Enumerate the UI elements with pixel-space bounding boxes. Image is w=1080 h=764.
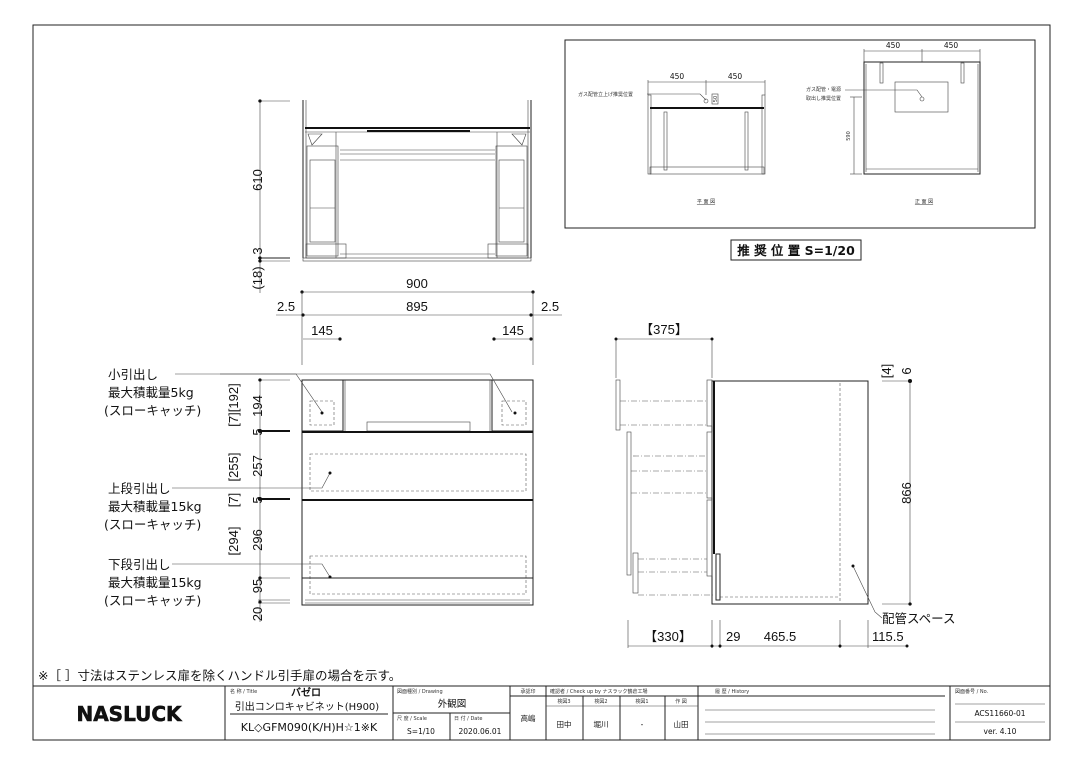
- dim-895: 895: [406, 299, 428, 314]
- inset-front-label-1: ガス配管・電源: [806, 86, 841, 93]
- dim-6: 6: [899, 367, 914, 374]
- inset-front-title: 正 面 図: [915, 199, 933, 205]
- inset-caption-box: [730, 239, 862, 261]
- scale-label: 尺 度 / Scale: [397, 715, 427, 722]
- plan-view: [302, 100, 532, 262]
- checker-name: -: [641, 720, 644, 729]
- inset-plan-label: ガス配管立上げ推奨位置: [578, 91, 633, 98]
- model-number: KL◇GFM090(K/H)H☆1※K: [241, 721, 378, 734]
- dim-610: 610: [250, 169, 265, 191]
- title-block: NASLUCK 名 称 / Title バゼロ 引出コンロキャビネット(H900…: [33, 685, 1050, 740]
- small-drawer-catch: (スローキャッチ): [104, 403, 201, 418]
- dim-95: 95: [250, 579, 265, 593]
- inset-plan-title: 平 面 図: [697, 199, 715, 205]
- dim-465-5: 465.5: [764, 629, 797, 644]
- inset-plan-dim-right: 450: [728, 72, 743, 81]
- dim-194: 194: [250, 395, 265, 417]
- front-view: [172, 373, 534, 606]
- drawing-number: ACS11660-01: [974, 709, 1025, 718]
- dim-18: (18): [250, 266, 265, 289]
- inset-front-dim-left: 450: [886, 41, 901, 50]
- pipe-space-label: 配管スペース: [882, 611, 956, 626]
- dim-900: 900: [406, 276, 428, 291]
- approval-label: 承認印: [520, 688, 535, 695]
- bracket-note: ※［ ］寸法はステンレス扉を除くハンドル引手扉の場合を示す。: [38, 668, 401, 683]
- small-drawer-label: 小引出し: [108, 367, 158, 382]
- plan-dimensions: 610 3 (18) 900 895 2.5 2.5 145 145: [250, 99, 562, 365]
- inset-front-label-2: 取出し推奨位置: [806, 95, 841, 102]
- version: ver. 4.10: [984, 727, 1017, 736]
- dim-bracket-255: [255]: [226, 453, 241, 482]
- checker-role: 検図3: [557, 698, 570, 705]
- checker-role: 検図1: [635, 698, 648, 705]
- checker-name: 山田: [674, 719, 689, 729]
- drawing-number-label: 図面番号 / No.: [955, 688, 989, 695]
- dim-2-5-left: 2.5: [277, 299, 295, 314]
- checker-name: 堀川: [594, 720, 609, 729]
- dim-375: 【375】: [640, 322, 688, 337]
- dim-bracket-7-192: [7][192]: [226, 383, 241, 426]
- checker-role: 作 図: [675, 698, 687, 705]
- lower-drawer-catch: (スローキャッチ): [104, 593, 201, 608]
- inset-caption: 推 奨 位 置 S=1/20: [737, 243, 855, 258]
- series-name: バゼロ: [291, 686, 321, 699]
- lower-drawer-load: 最大積載量15kg: [108, 575, 202, 590]
- checker-name: 田中: [557, 719, 572, 729]
- drawer-labels: 小引出し 最大積載量5kg (スローキャッチ) 上段引出し 最大積載量15kg …: [104, 367, 202, 608]
- inset-front-dim-590: 590: [846, 131, 852, 141]
- dim-3: 3: [250, 247, 265, 254]
- checker-role: 検図2: [594, 698, 607, 705]
- sheet-border: [32, 24, 1051, 741]
- product-name: 引出コンロキャビネット(H900): [235, 700, 380, 713]
- dim-bracket-7: [7]: [226, 493, 241, 507]
- dim-5-a: 5: [250, 428, 265, 435]
- front-dimensions: 194 [7][192] 5 257 [255] 5 [7] 296 [294]…: [226, 378, 290, 622]
- title-label: 名 称 / Title: [230, 688, 257, 695]
- lower-drawer-label: 下段引出し: [108, 557, 171, 572]
- date-value: 2020.06.01: [459, 727, 502, 736]
- drawing-type-label: 図面種別 / Drawing: [397, 688, 443, 695]
- date-label: 日 付 / Date: [454, 715, 482, 722]
- inset-plan-dim-left: 450: [670, 72, 685, 81]
- dim-29: 29: [726, 629, 740, 644]
- nasluck-logo: NASLUCK: [76, 702, 183, 726]
- recommended-position-inset: 450 450 50 ガス配管立上げ推奨位置 平 面 図 450 450 ガス配…: [564, 39, 1036, 229]
- upper-drawer-label: 上段引出し: [108, 481, 171, 496]
- inset-plan-dim-50: 50: [713, 96, 719, 102]
- dim-330: 【330】: [644, 629, 692, 644]
- small-drawer-load: 最大積載量5kg: [108, 385, 194, 400]
- approver-name: 高嶋: [521, 713, 536, 723]
- inset-front-dim-right: 450: [944, 41, 959, 50]
- dim-bracket-294: [294]: [226, 527, 241, 556]
- upper-drawer-catch: (スローキャッチ): [104, 517, 201, 532]
- check-label: 確認者 / Check up by ナスラック鶴倉工場: [550, 688, 648, 695]
- dim-145-right: 145: [502, 323, 524, 338]
- upper-drawer-load: 最大積載量15kg: [108, 499, 202, 514]
- dim-115-5: 115.5: [872, 629, 904, 644]
- history-label: 履 歴 / History: [715, 689, 749, 695]
- dim-2-5-right: 2.5: [541, 299, 559, 314]
- dim-257: 257: [250, 455, 265, 477]
- dim-bracket-4: [4]: [879, 364, 894, 378]
- side-view: 配管スペース: [615, 379, 956, 626]
- dim-866: 866: [899, 482, 914, 504]
- dim-20: 20: [250, 607, 265, 621]
- side-dimensions: 【375】 [4] 6 866 【330】 29 465.5 115.5: [614, 322, 914, 648]
- drawing-type: 外観図: [438, 698, 467, 710]
- scale-value: S=1/10: [407, 727, 435, 736]
- dim-145-left: 145: [311, 323, 333, 338]
- dim-296: 296: [250, 529, 265, 551]
- dim-5-b: 5: [250, 496, 265, 503]
